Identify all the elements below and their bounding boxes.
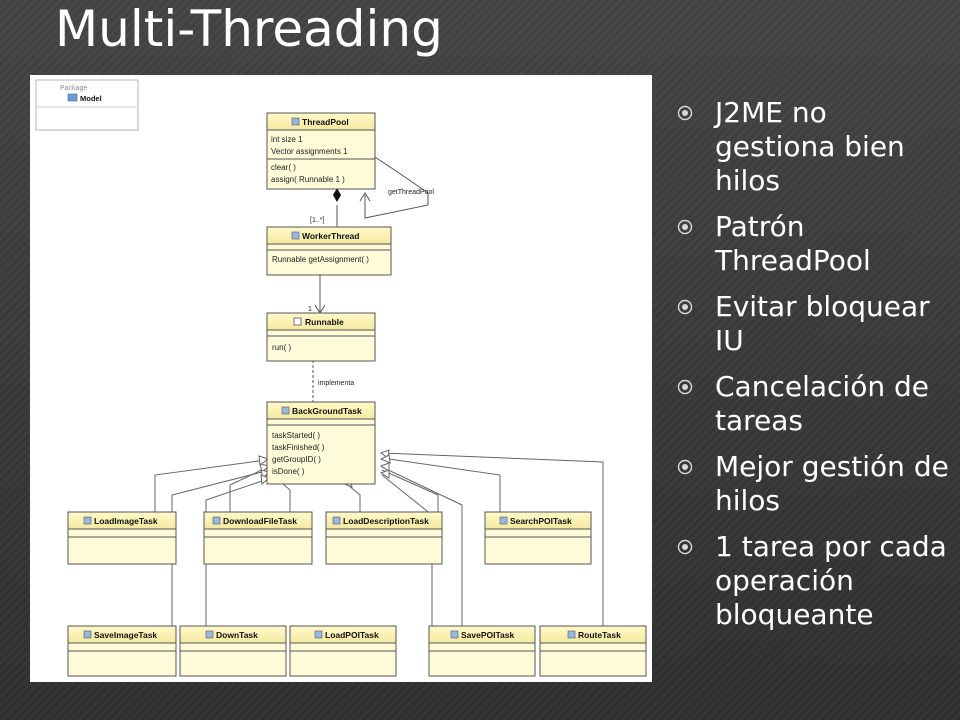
bullet-icon <box>677 299 693 315</box>
method: Runnable getAssignment( ) <box>272 255 369 264</box>
bullet-item: J2ME no gestiona bien hilos <box>675 96 950 198</box>
bullet-item: Mejor gestión de hilos <box>675 450 950 518</box>
class-icon <box>291 117 300 126</box>
method: isDone( ) <box>272 467 305 476</box>
class-name: SavePOITask <box>461 630 515 640</box>
class-icon <box>291 231 300 240</box>
bullet-item: Evitar bloquear IU <box>675 290 950 358</box>
interface-icon <box>293 317 302 326</box>
method: clear( ) <box>271 163 296 172</box>
class-threadpool: ThreadPool int size 1 Vector assignments… <box>266 112 376 190</box>
package-box: Package Model <box>35 79 139 131</box>
class-name: Runnable <box>305 317 344 327</box>
class-name: RouteTask <box>578 630 621 640</box>
class-icon <box>83 516 92 525</box>
multiplicity-one: 1 <box>308 306 312 313</box>
bullet-text: Mejor gestión de hilos <box>715 450 949 517</box>
class-name: SaveImageTask <box>94 630 157 640</box>
class-name: SearchPOITask <box>510 516 572 526</box>
class-downtask: DownTask <box>179 625 287 677</box>
class-runnable: Runnable run( ) <box>266 312 376 362</box>
class-name: WorkerThread <box>302 231 359 241</box>
bullet-icon <box>677 219 693 235</box>
class-saveimagetask: SaveImageTask <box>67 625 177 677</box>
class-name: BackGroundTask <box>292 406 362 416</box>
class-name: LoadImageTask <box>94 516 158 526</box>
method: assign( Runnable 1 ) <box>271 175 345 184</box>
bullet-icon <box>677 379 693 395</box>
composition-line: [1..*] <box>310 188 341 227</box>
self-assoc-label: getThreadPool <box>388 189 434 196</box>
class-routetask: RouteTask <box>539 625 647 677</box>
bullet-text: Cancelación de tareas <box>715 370 929 437</box>
folder-icon <box>67 93 78 102</box>
class-icon <box>499 516 508 525</box>
bullet-item: 1 tarea por cada operación bloqueante <box>675 530 950 632</box>
class-downloadfiletask: DownloadFileTask <box>203 511 313 565</box>
method: run( ) <box>272 343 291 352</box>
class-loadpoitask: LoadPOITask <box>289 625 397 677</box>
bullet-item: Cancelación de tareas <box>675 370 950 438</box>
class-name: LoadDescriptionTask <box>343 516 429 526</box>
slide-title: Multi-Threading <box>55 0 443 58</box>
class-loaddescriptiontask: LoadDescriptionTask <box>325 511 443 565</box>
bullet-icon <box>677 539 693 555</box>
bullet-icon <box>677 105 693 121</box>
class-icon <box>83 630 92 639</box>
class-workerthread: WorkerThread Runnable getAssignment( ) <box>266 226 392 276</box>
class-icon <box>212 516 221 525</box>
method: getGroupID( ) <box>272 455 321 464</box>
bullet-text: J2ME no gestiona bien hilos <box>715 96 905 197</box>
class-name: DownloadFileTask <box>223 516 297 526</box>
class-name: DownTask <box>216 630 258 640</box>
bullet-item: Patrón ThreadPool <box>675 210 950 278</box>
bullet-text: Patrón ThreadPool <box>715 210 871 277</box>
bullet-text: 1 tarea por cada operación bloqueante <box>715 530 947 631</box>
class-loadimagetask: LoadImageTask <box>67 511 177 565</box>
generalization-lines <box>154 452 604 626</box>
class-icon <box>314 630 323 639</box>
class-icon <box>567 630 576 639</box>
class-icon <box>205 630 214 639</box>
bullet-list: J2ME no gestiona bien hilos Patrón Threa… <box>675 96 950 644</box>
class-backgroundtask: BackGroundTask taskStarted( ) taskFinish… <box>266 401 376 485</box>
method: taskStarted( ) <box>272 431 320 440</box>
class-icon <box>281 406 290 415</box>
class-name: ThreadPool <box>302 117 349 127</box>
implementa-label: implementa <box>318 380 354 387</box>
class-name: LoadPOITask <box>325 630 379 640</box>
bullet-icon <box>677 459 693 475</box>
attribute: Vector assignments 1 <box>271 147 348 156</box>
package-name: Model <box>80 94 102 103</box>
uml-class-diagram: Package Model getThreadPool [1..*] 1 imp… <box>30 75 652 682</box>
class-savepoitask: SavePOITask <box>428 625 536 677</box>
method: taskFinished( ) <box>272 443 325 452</box>
multiplicity-many: [1..*] <box>310 217 324 224</box>
class-icon <box>332 516 341 525</box>
self-association: getThreadPool <box>359 156 434 219</box>
bullet-text: Evitar bloquear IU <box>715 290 930 357</box>
class-icon <box>450 630 459 639</box>
class-searchpoitask: SearchPOITask <box>484 511 592 565</box>
package-label: Package <box>60 85 87 92</box>
attribute: int size 1 <box>271 135 303 144</box>
uml-diagram-svg: Package Model getThreadPool [1..*] 1 imp… <box>35 79 647 677</box>
